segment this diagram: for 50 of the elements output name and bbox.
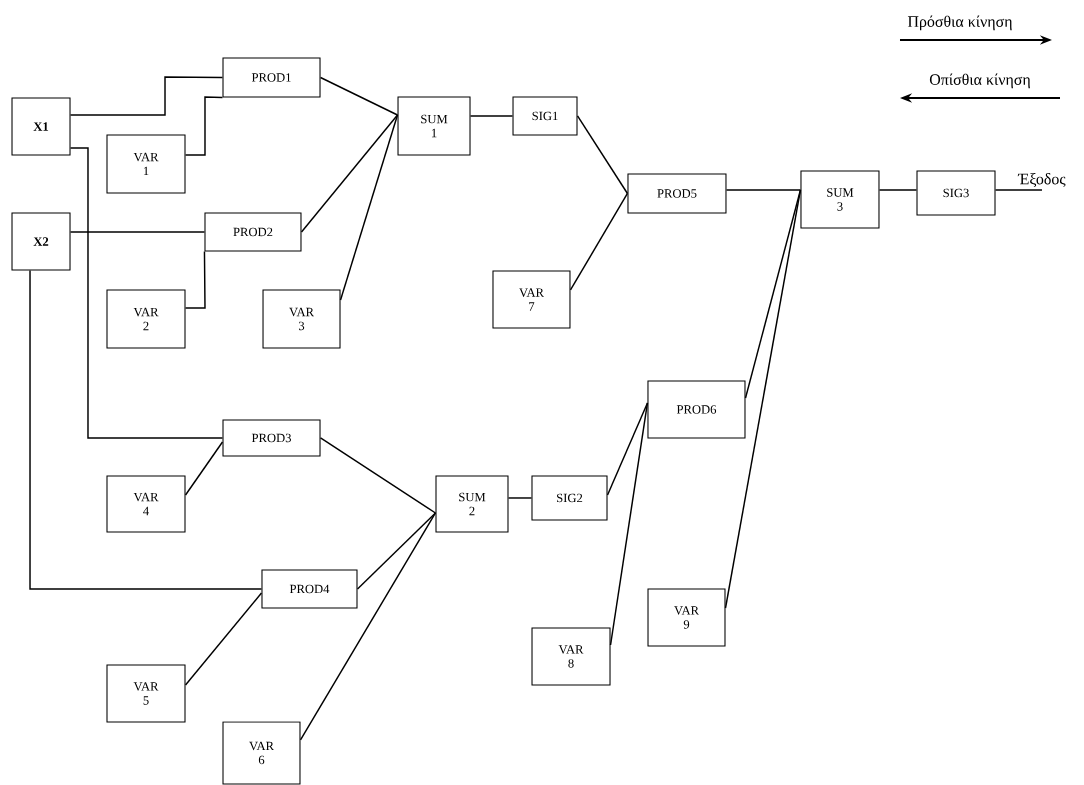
connector-line <box>609 402 649 646</box>
process-box: X2 <box>11 212 71 271</box>
process-box: X1 <box>11 97 71 156</box>
legend-label: Οπίσθια κίνηση <box>929 73 1030 89</box>
process-box: PROD2 <box>204 212 302 252</box>
connector-line <box>184 250 206 309</box>
connector-line <box>994 189 1043 191</box>
connector-line <box>725 189 802 191</box>
process-box: VAR 1 <box>106 134 186 194</box>
connector-line <box>507 497 533 499</box>
connector-line <box>184 441 224 496</box>
process-box: SUM 3 <box>800 170 880 229</box>
process-box: SIG3 <box>916 170 996 216</box>
process-box: VAR 3 <box>262 289 341 349</box>
connector-line <box>184 592 263 686</box>
connector-line <box>576 115 629 195</box>
connector-line <box>184 96 224 156</box>
connector-line <box>69 147 224 439</box>
process-box: PROD1 <box>222 57 321 98</box>
legend-label: Πρόσθια κίνηση <box>907 15 1012 31</box>
connector-line <box>319 437 437 514</box>
connector-line <box>469 115 514 117</box>
connector-line <box>69 76 224 116</box>
process-box: SIG2 <box>531 475 608 521</box>
process-box: VAR 5 <box>106 664 186 723</box>
process-box: VAR 7 <box>492 270 571 329</box>
process-box: PROD3 <box>222 419 321 457</box>
connector-line <box>29 269 263 590</box>
process-box: SUM 2 <box>435 475 509 533</box>
process-box: PROD6 <box>647 380 746 439</box>
connector-line <box>356 512 437 590</box>
process-box: VAR 6 <box>222 721 301 785</box>
process-box: VAR 4 <box>106 475 186 533</box>
process-box: VAR 9 <box>647 588 726 647</box>
connector-line <box>319 76 399 116</box>
connector-line <box>606 402 649 496</box>
process-box: VAR 8 <box>531 627 611 686</box>
connector-line <box>300 114 399 233</box>
process-box: SUM 1 <box>397 96 471 156</box>
connector-line <box>569 192 629 291</box>
output-label: Έξοδος <box>1017 173 1066 188</box>
process-box: PROD4 <box>261 569 358 609</box>
connector-line <box>299 512 437 741</box>
connector-line <box>878 189 918 191</box>
connector-line <box>69 231 206 233</box>
process-box: PROD5 <box>627 173 727 214</box>
process-box: VAR 2 <box>106 289 186 349</box>
process-box: SIG1 <box>512 96 578 136</box>
connector-line <box>724 189 802 609</box>
connector-line <box>339 114 399 301</box>
